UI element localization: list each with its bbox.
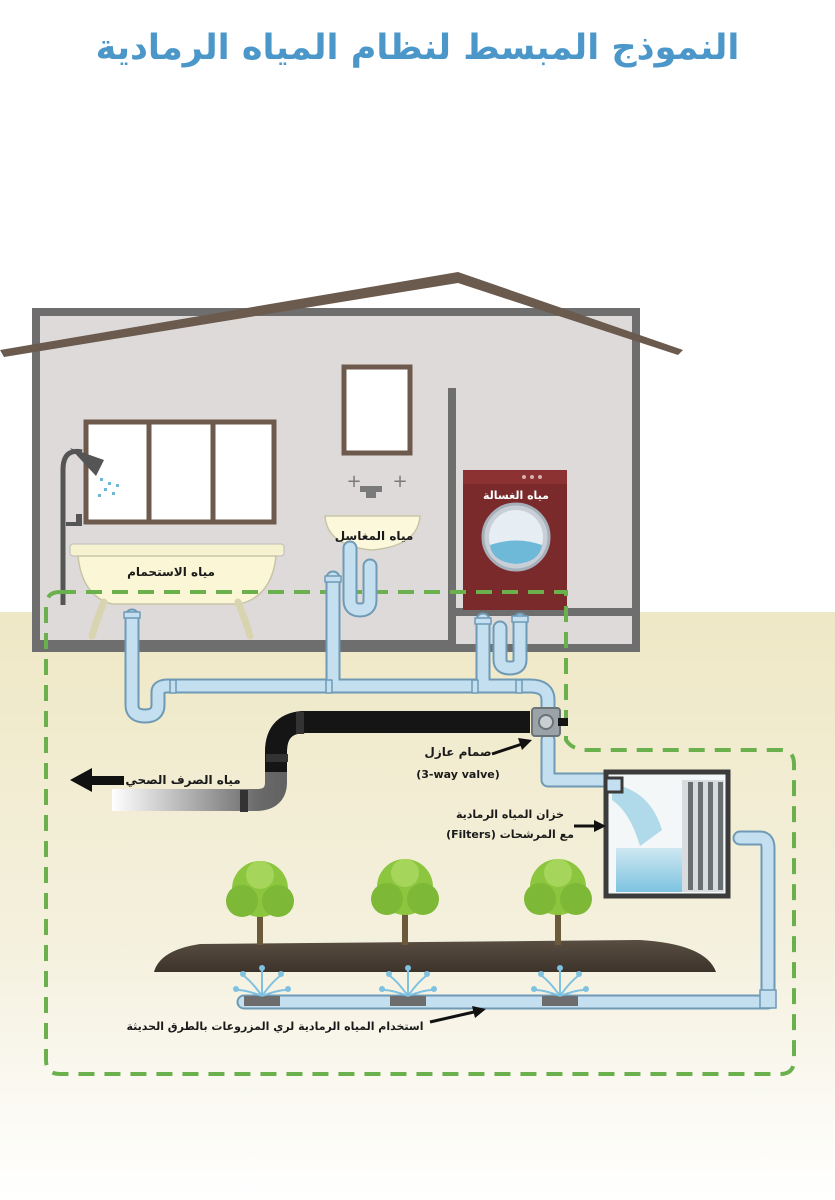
tank-arrow-icon <box>574 820 606 832</box>
sink-water-label: مياه المغاسل <box>335 529 414 543</box>
tree-icon <box>226 859 592 945</box>
greywater-pipes <box>123 540 777 1010</box>
sewage-label: مياه الصرف الصحي <box>125 773 240 787</box>
svg-text:+: + <box>392 471 407 492</box>
sewer-pipe <box>112 711 530 812</box>
soil-bed <box>154 940 716 972</box>
three-way-valve-icon <box>531 707 568 737</box>
bath-water-label: مياه الاستحمام <box>127 565 215 580</box>
system-boundary <box>44 590 796 1076</box>
shower-head-icon <box>60 448 119 605</box>
drip-emitter-icon <box>233 965 589 1006</box>
mirror <box>341 364 413 456</box>
greywater-tank-icon <box>603 769 731 899</box>
page-title: النموذج المبسط لنظام المياه الرمادية <box>95 28 740 68</box>
valve-label-en: (3-way valve) <box>416 768 500 781</box>
irrigation-label: استخدام المياه الرمادية لري المزروعات با… <box>127 1020 424 1033</box>
valve-arrow-icon <box>491 738 532 756</box>
svg-text:+: + <box>346 471 361 492</box>
washing-machine-icon <box>463 470 567 610</box>
valve-label-ar: صمام عازل <box>424 745 491 760</box>
irrigation-arrow-icon <box>429 1006 486 1024</box>
house-roof <box>0 272 683 357</box>
washer-water-label: مياه الغسالة <box>483 489 549 502</box>
floor-bottom <box>36 640 456 648</box>
bathroom-window <box>83 419 277 525</box>
sewage-arrow-icon <box>70 768 124 792</box>
tank-label-line1: خزان المياه الرمادية <box>456 808 564 821</box>
tank-label-line2: مع المرشحات (Filters) <box>446 828 574 841</box>
